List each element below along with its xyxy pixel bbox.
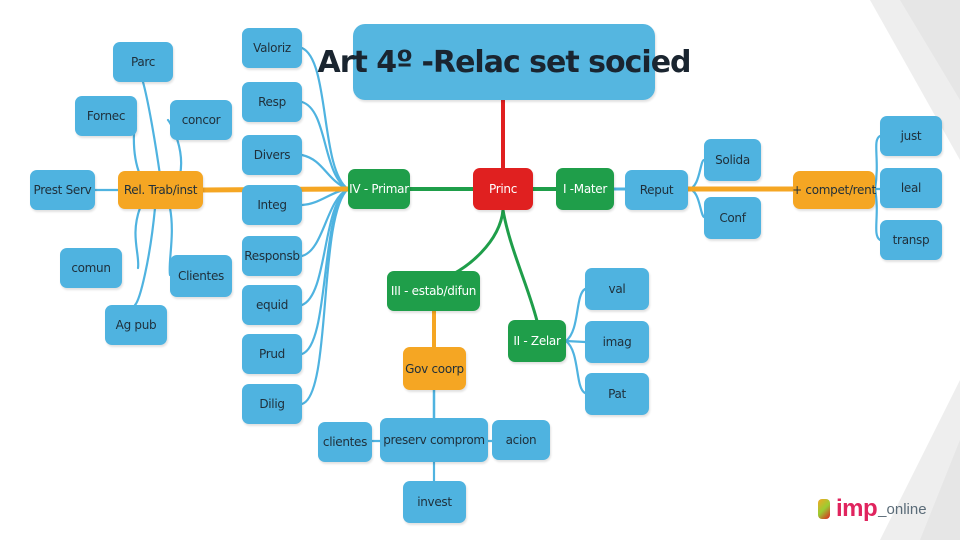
logo-mark-icon	[818, 499, 830, 519]
primar-item-dilig[interactable]: Dilig	[242, 384, 302, 424]
rel-item-clientes[interactable]: Clientes	[170, 255, 232, 297]
zelar-item-pat[interactable]: Pat	[585, 373, 649, 415]
zelar-item-imag[interactable]: imag	[585, 321, 649, 363]
logo-sub-text: _online	[878, 500, 927, 518]
zelar-item-val[interactable]: val	[585, 268, 649, 310]
preserv-item-acion[interactable]: acion	[492, 420, 550, 460]
compet-item-transp[interactable]: transp	[880, 220, 942, 260]
reput-node[interactable]: Reput	[625, 170, 688, 210]
imp-online-logo: imp _online	[818, 494, 943, 524]
primar-item-prud[interactable]: Prud	[242, 334, 302, 374]
rel-node[interactable]: Rel. Trab/inst	[118, 171, 203, 209]
primar-item-valoriz[interactable]: Valoriz	[242, 28, 302, 68]
compet-item-just[interactable]: just	[880, 116, 942, 156]
primar-item-resp[interactable]: Resp	[242, 82, 302, 122]
primar-item-equid[interactable]: equid	[242, 285, 302, 325]
page-title: Art 4º -Relac set socied	[317, 24, 692, 100]
rel-item-fornec[interactable]: Fornec	[75, 96, 137, 136]
compet-item-leal[interactable]: leal	[880, 168, 942, 208]
reput-item-solida[interactable]: Solida	[704, 139, 761, 181]
center-node[interactable]: Princ	[473, 168, 533, 210]
primar-item-responsb[interactable]: Responsb	[242, 236, 302, 276]
branch-estab[interactable]: III - estab/difun	[387, 271, 480, 311]
gov-node[interactable]: Gov coorp	[403, 347, 466, 390]
branch-zelar[interactable]: II - Zelar	[508, 320, 566, 362]
reput-item-conf[interactable]: Conf	[704, 197, 761, 239]
logo-main-text: imp	[836, 495, 878, 522]
rel-item-ag-pub[interactable]: Ag pub	[105, 305, 167, 345]
rel-item-concor[interactable]: concor	[170, 100, 232, 140]
rel-item-parc[interactable]: Parc	[113, 42, 173, 82]
preserv-item-clientes[interactable]: clientes	[318, 422, 372, 462]
compet-node[interactable]: + compet/rent	[792, 171, 876, 209]
preserv-item-invest[interactable]: invest	[403, 481, 466, 523]
primar-item-integ[interactable]: Integ	[242, 185, 302, 225]
primar-item-divers[interactable]: Divers	[242, 135, 302, 175]
branch-mater[interactable]: I -Mater	[556, 168, 614, 210]
rel-item-comun[interactable]: comun	[60, 248, 122, 288]
preserv-node[interactable]: preserv comprom	[380, 418, 488, 462]
rel-item-prest-serv[interactable]: Prest Serv	[30, 170, 95, 210]
branch-primar[interactable]: IV - Primar	[348, 169, 410, 209]
